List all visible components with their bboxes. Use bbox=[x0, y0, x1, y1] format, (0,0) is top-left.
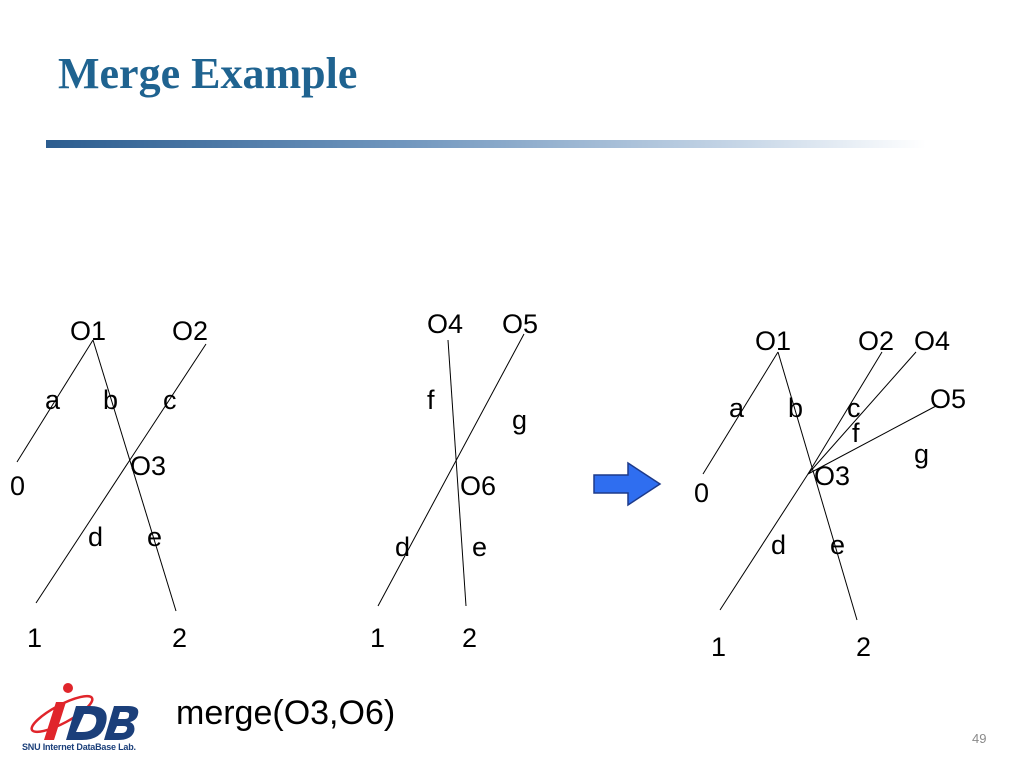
logo-tagline: SNU Internet DataBase Lab. bbox=[22, 742, 136, 752]
node-label-2: 2 bbox=[856, 632, 871, 662]
node-label-o3: O3 bbox=[130, 451, 166, 481]
node-label-1: 1 bbox=[370, 623, 385, 653]
edge-label-f: f bbox=[427, 385, 435, 415]
title-divider bbox=[46, 140, 926, 148]
node-label-o5: O5 bbox=[502, 309, 538, 339]
edge-label-g: g bbox=[914, 439, 929, 469]
edge-label-a: a bbox=[45, 385, 61, 415]
right-diagram: O1 O2 O4 O5 a b c f g O3 0 d e 1 2 bbox=[694, 326, 966, 662]
edge-label-a: a bbox=[729, 393, 745, 423]
edge-o1-2 bbox=[92, 339, 177, 612]
left-diagram: O1 O2 a b c O3 0 d e 1 2 bbox=[10, 316, 208, 653]
edge-o5-1 bbox=[377, 333, 525, 607]
node-label-o3: O3 bbox=[814, 461, 850, 491]
edge-label-c: c bbox=[847, 393, 861, 423]
edge-label-e: e bbox=[147, 522, 162, 552]
edge-label-g: g bbox=[512, 405, 527, 435]
idb-logo bbox=[30, 683, 139, 740]
edge-label-e: e bbox=[472, 532, 487, 562]
edge-label-b: b bbox=[103, 385, 118, 415]
merge-arrow-icon bbox=[593, 461, 662, 507]
edge-o3-o4 bbox=[807, 351, 917, 475]
node-label-o5: O5 bbox=[930, 384, 966, 414]
caption: merge(O3,O6) bbox=[176, 694, 396, 732]
edge-label-d: d bbox=[395, 532, 410, 562]
node-label-o1: O1 bbox=[70, 316, 106, 346]
node-label-0: 0 bbox=[10, 471, 25, 501]
slide-title: Merge Example bbox=[58, 49, 358, 98]
edge-o1-0 bbox=[16, 339, 94, 463]
node-label-1: 1 bbox=[711, 632, 726, 662]
node-label-o4: O4 bbox=[427, 309, 463, 339]
edge-o3-o5 bbox=[807, 405, 937, 475]
edge-o1-2 bbox=[777, 351, 858, 621]
node-label-2: 2 bbox=[462, 623, 477, 653]
edge-o2-1 bbox=[35, 343, 207, 604]
node-label-2: 2 bbox=[172, 623, 187, 653]
edge-o3-o2 bbox=[807, 351, 883, 475]
edge-o1-0 bbox=[702, 351, 779, 475]
node-label-o2: O2 bbox=[858, 326, 894, 356]
edge-label-b: b bbox=[788, 393, 803, 423]
node-label-1: 1 bbox=[27, 623, 42, 653]
middle-diagram: O4 O5 f g O6 d e 1 2 bbox=[370, 309, 538, 653]
edge-label-e: e bbox=[830, 530, 845, 560]
edge-o4-2 bbox=[447, 339, 467, 607]
page-number: 49 bbox=[972, 731, 987, 746]
edge-label-d: d bbox=[771, 530, 786, 560]
node-label-o1: O1 bbox=[755, 326, 791, 356]
edge-label-f: f bbox=[852, 418, 860, 448]
node-label-0: 0 bbox=[694, 478, 709, 508]
node-label-o2: O2 bbox=[172, 316, 208, 346]
node-label-o4: O4 bbox=[914, 326, 950, 356]
edge-label-d: d bbox=[88, 522, 103, 552]
node-label-o6: O6 bbox=[460, 471, 496, 501]
edge-label-c: c bbox=[163, 385, 177, 415]
edge-o3-1 bbox=[719, 473, 809, 611]
